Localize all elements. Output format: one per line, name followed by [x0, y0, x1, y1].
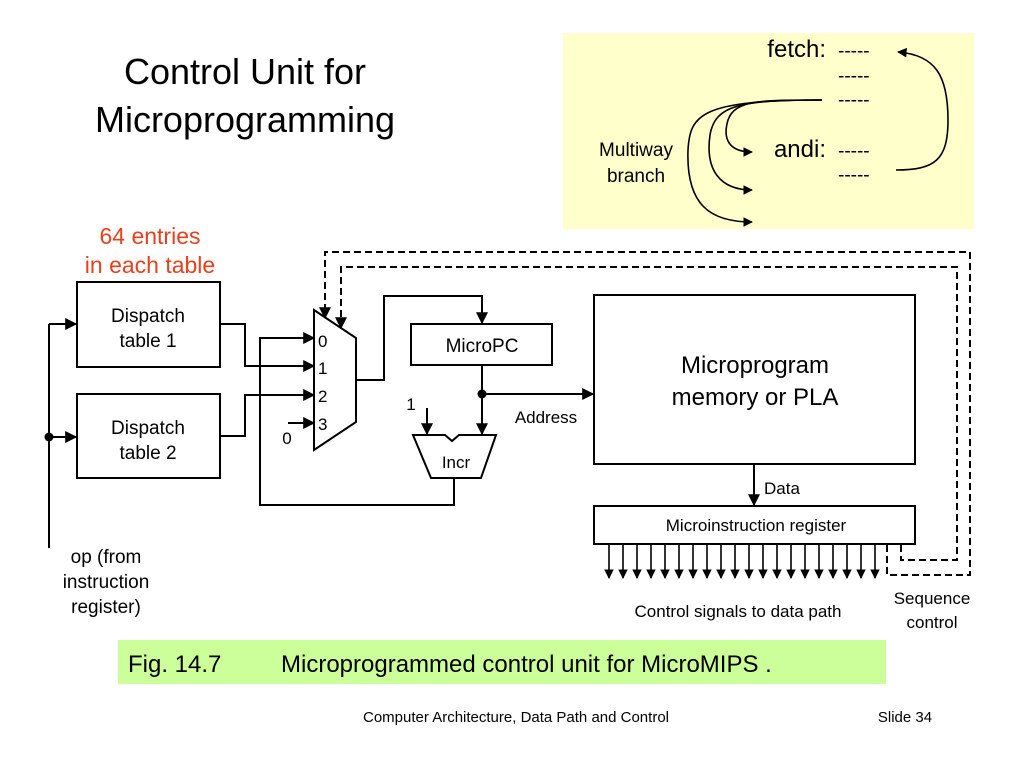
table-size-annotation-line1: 64 entries	[99, 223, 200, 249]
junction-dot	[44, 432, 54, 442]
footer-course-title: Computer Architecture, Data Path and Con…	[363, 709, 669, 726]
mux-input-1: 1	[318, 359, 327, 378]
incr-label: Incr	[442, 453, 471, 472]
branch-arrow-3	[687, 99, 823, 227]
inset-background	[563, 33, 974, 229]
multiway-label-line2: branch	[607, 166, 665, 187]
dispatch1-to-mux-wire	[220, 323, 316, 372]
mux-input-2: 2	[318, 387, 327, 406]
microinstruction-register	[593, 505, 916, 545]
dispatch-table-1-line2: table 1	[119, 331, 176, 352]
microprogram-memory	[593, 294, 916, 465]
micropc-label: MicroPC	[446, 336, 519, 357]
multiway-label-line1: Multiway	[599, 140, 673, 161]
const-one-label: 1	[406, 395, 415, 414]
caption-background	[118, 640, 886, 684]
control-signal-arrows	[604, 544, 880, 579]
control-signals-label: Control signals to data path	[635, 602, 842, 621]
andi-label: andi:	[774, 136, 826, 163]
op-label-line3: register)	[71, 597, 141, 618]
op-label-line1: op (from	[71, 547, 142, 568]
micropc-register	[410, 323, 553, 366]
slide-title-line2: Microprogramming	[95, 99, 395, 140]
microinstruction-dashes: -----	[838, 165, 870, 186]
const-zero-label: 0	[282, 429, 291, 448]
sequence-control-line-inner	[335, 266, 958, 561]
mir-label: Microinstruction register	[666, 516, 847, 535]
memory-label-line1: Microprogram	[681, 352, 829, 379]
figure-number: Fig. 14.7	[128, 651, 221, 678]
dispatch-table-2-line1: Dispatch	[111, 418, 185, 439]
op-label-line2: instruction	[63, 572, 150, 593]
address-label: Address	[515, 408, 577, 427]
mux-input-3: 3	[318, 415, 327, 434]
microinstruction-dashes: -----	[838, 41, 870, 62]
sequence-control-label-line1: Sequence	[894, 589, 971, 608]
dispatch-table-2	[76, 393, 221, 479]
dispatch2-to-mux-wire	[220, 389, 316, 437]
table-size-annotation-line2: in each table	[85, 252, 215, 278]
memory-label-line2: memory or PLA	[672, 384, 839, 411]
mux-input-0: 0	[318, 332, 327, 351]
microinstruction-dashes: -----	[838, 90, 870, 111]
fetch-label: fetch:	[767, 36, 826, 63]
incr-feedback-wire	[259, 332, 455, 506]
microinstruction-dashes: -----	[838, 66, 870, 87]
sequence-control-line-outer	[319, 251, 971, 576]
figure-caption: Microprogrammed control unit for MicroMI…	[281, 651, 772, 678]
microinstruction-dashes: -----	[838, 141, 870, 162]
slide-title-line1: Control Unit for	[124, 51, 366, 92]
dispatch-table-2-line2: table 2	[119, 443, 176, 464]
data-label: Data	[764, 479, 800, 498]
sequence-control-label-line2: control	[906, 613, 957, 632]
return-to-fetch-arrow	[895, 47, 949, 171]
footer-slide-number: Slide 34	[878, 709, 932, 726]
mux-to-micropc-wire	[356, 295, 488, 381]
incrementer	[411, 434, 498, 479]
dispatch-table-1-line1: Dispatch	[111, 306, 185, 327]
multiway-branch-inset: fetch: andi: ----- ----- ----- ----- ---…	[563, 33, 974, 229]
